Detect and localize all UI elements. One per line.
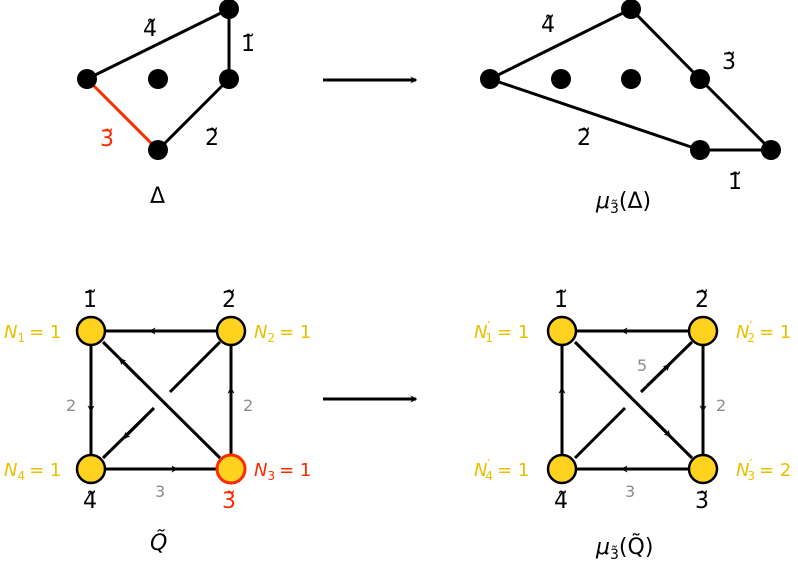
arrow-1-to-3: [573, 340, 694, 460]
weight-1-4: 2: [66, 396, 76, 415]
vertex: [621, 0, 641, 19]
rank-n3-prime: N′3= 2: [736, 458, 791, 483]
polygon-delta: 4̃ 1̃ 2̃ 3̃ Δ: [77, 0, 255, 209]
arrow-head: [122, 415, 147, 440]
node-1: [75, 315, 107, 347]
vertex: [690, 140, 710, 160]
vertex-label-1: 1̃: [83, 288, 97, 313]
edge-3: [629, 7, 702, 81]
weight-4-3: 3: [155, 482, 165, 501]
edge-label-4: 4̃: [541, 13, 555, 38]
arrow-4-to-2-lower: [573, 406, 627, 460]
vertex-label-1: 1̃: [554, 288, 568, 313]
rank-n3: N3= 1: [254, 460, 311, 483]
weight-3-4: 3: [625, 482, 635, 501]
edge-3-highlighted: [85, 77, 160, 152]
arrow-2-to-4-upper: [168, 340, 222, 394]
rank-n2-prime: N′2= 1: [736, 320, 791, 345]
edge-2: [156, 77, 231, 152]
quiver-q: 1̃ 2̃ 4̃ 3̃ 2 2 3 N1= 1 N2= 1 N4= 1 N3= …: [4, 288, 311, 556]
vertex-label-2: 2̃: [695, 288, 709, 313]
vertex-label-3: 3̃: [222, 489, 236, 514]
node-3-mutated: [215, 453, 247, 485]
edge-4: [86, 7, 230, 81]
vertex-label-4: 4̃: [554, 489, 568, 514]
weight-3-2: 2: [243, 396, 253, 415]
edge-3b: [698, 77, 773, 152]
vertex: [480, 69, 500, 89]
interior-point: [148, 69, 168, 89]
edge-label-4: 4̃: [143, 17, 157, 42]
weight-mid-2: 5: [637, 356, 647, 375]
edge-2: [489, 77, 701, 152]
polygon-mutated: 4̃ 3̃ 2̃ 1̃ μ3̃(Δ): [480, 0, 781, 217]
vertex-label-3: 3̃: [695, 489, 709, 514]
edge-label-2: 2̃: [577, 126, 591, 151]
caption-mu-delta: μ3̃(Δ): [595, 189, 651, 217]
node-2: [215, 315, 247, 347]
vertex: [690, 69, 710, 89]
caption-delta: Δ: [150, 184, 165, 209]
vertex-label-2: 2̃: [222, 288, 236, 313]
vertex: [219, 0, 239, 19]
interior-point: [551, 69, 571, 89]
node-4: [546, 453, 578, 485]
node-1: [546, 315, 578, 347]
vertex: [761, 140, 781, 160]
caption-q: Q̃: [150, 530, 167, 556]
edge-label-1: 1̃: [241, 32, 255, 57]
edge-label-1: 1̃: [728, 170, 742, 195]
edge-label-2: 2̃: [205, 126, 219, 151]
interior-point: [621, 69, 641, 89]
rank-n4: N4= 1: [4, 460, 61, 483]
arrow-head: [646, 363, 671, 387]
rank-n4-prime: N′4= 1: [474, 458, 529, 483]
edge-4: [489, 7, 632, 81]
vertex: [219, 69, 239, 89]
arrow-head: [648, 414, 672, 438]
vertex-label-4: 4̃: [83, 489, 97, 514]
rank-n1-prime: N′1= 1: [474, 320, 529, 345]
rank-n1: N1= 1: [4, 322, 61, 345]
rank-n2: N2= 1: [254, 322, 311, 345]
node-4: [75, 453, 107, 485]
node-3: [687, 453, 719, 485]
vertex: [77, 69, 97, 89]
caption-mu-q: μ3̃(Q̃): [595, 534, 653, 561]
vertex: [148, 140, 168, 160]
arrow-head: [118, 357, 142, 381]
quiver-mutated: 1̃ 2̃ 4̃ 3̃ 5 2 3 N′1= 1 N′2= 1 N′4= 1 N…: [474, 288, 791, 561]
node-2: [687, 315, 719, 347]
edge-label-3: 3̃: [722, 50, 736, 75]
edge-label-3: 3̃: [100, 127, 114, 152]
weight-2-3: 2: [716, 396, 726, 415]
